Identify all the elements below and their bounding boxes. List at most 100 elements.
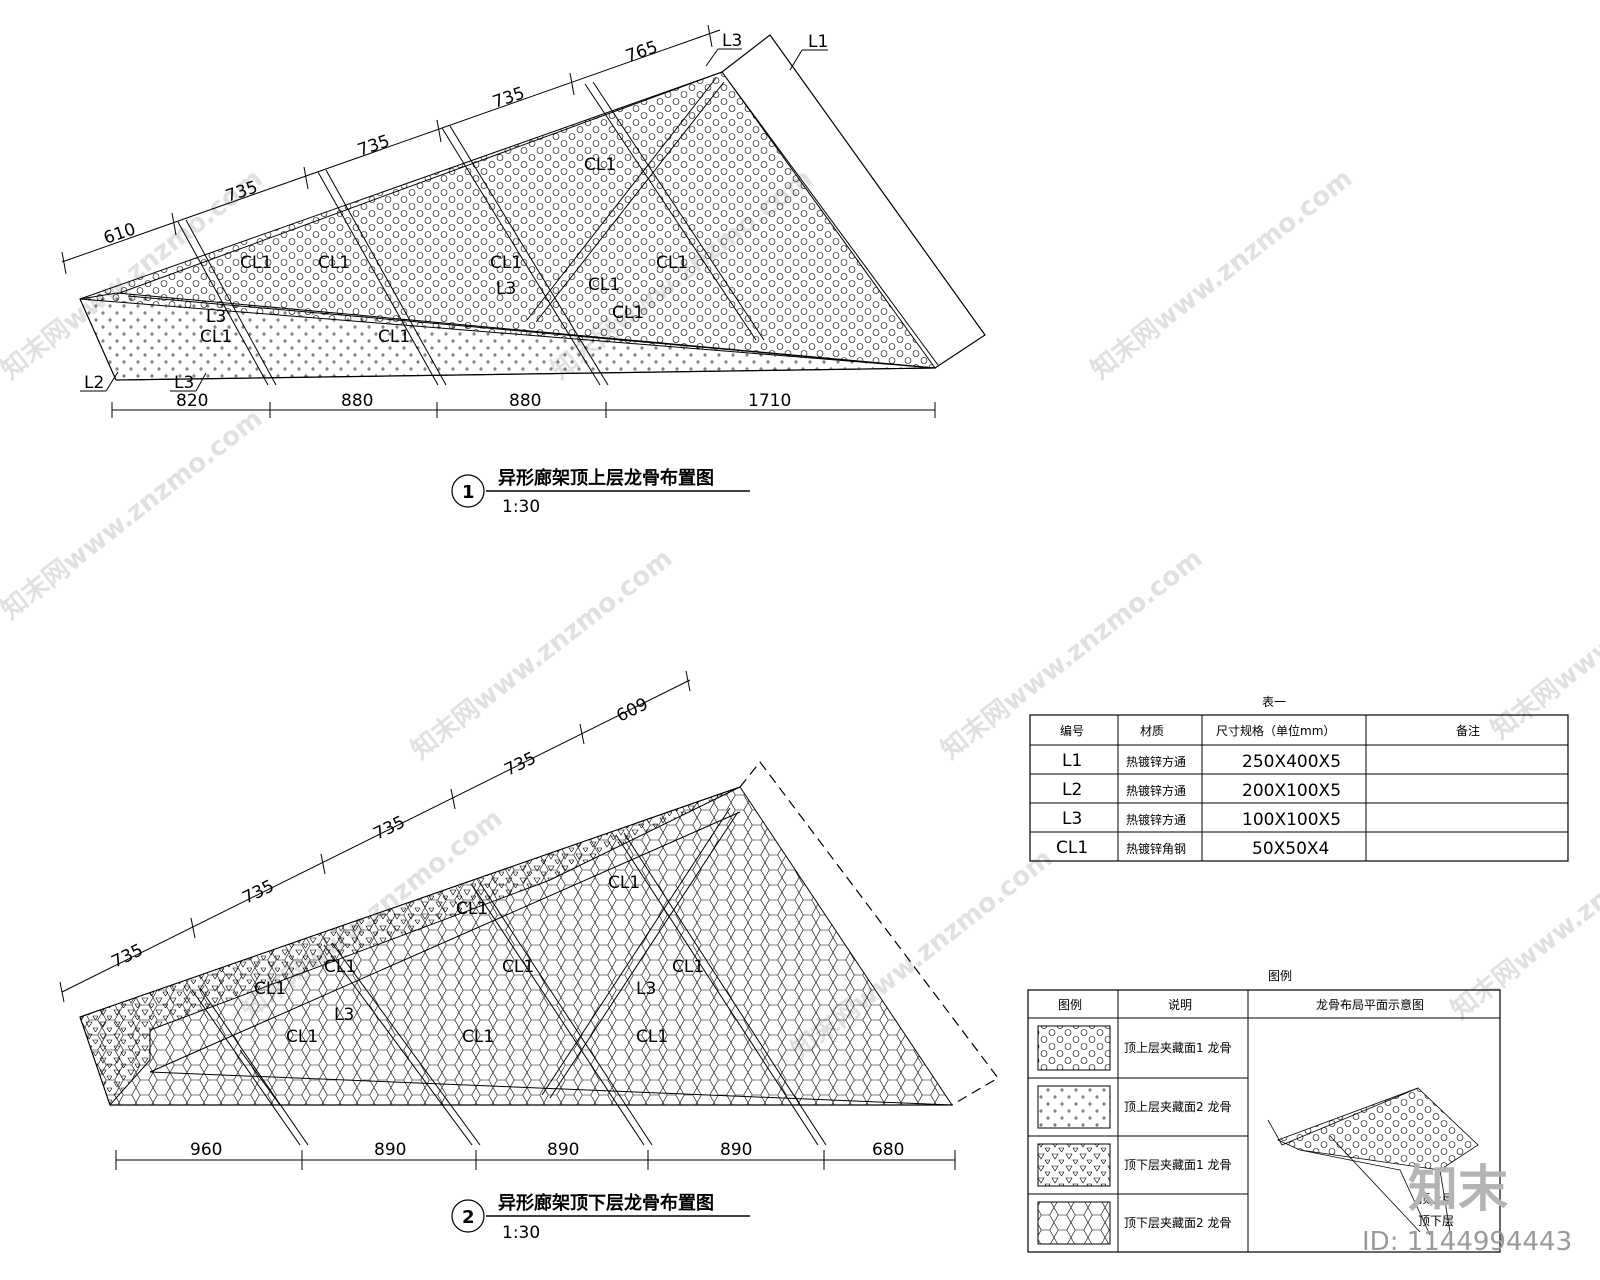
d1-label-l2: L2 [84, 373, 104, 393]
bottom-edge [115, 367, 936, 381]
d1-label-l1: L1 [808, 32, 828, 52]
svg-text:CL1: CL1 [1056, 838, 1088, 858]
d1-title-circle [451, 474, 485, 508]
outer-slab-dashed [739, 761, 999, 1106]
outer-slab-outline [721, 34, 986, 369]
svg-text:CL1: CL1 [324, 957, 356, 977]
d2-bottom-dim-3: 890 [547, 1140, 579, 1160]
legend-swatch-plus [1037, 1085, 1111, 1129]
svg-text:250X400X5: 250X400X5 [1242, 752, 1341, 772]
svg-text:热镀锌方通: 热镀锌方通 [1126, 783, 1186, 798]
d2-top-dim-3: 735 [370, 812, 408, 844]
table1-rows: L1 热镀锌方通 250X400X5 L2 热镀锌方通 200X100X5 L3… [1056, 751, 1341, 859]
d2-top-dim-2: 735 [239, 876, 277, 908]
d2-scale: 1:30 [502, 1223, 540, 1243]
legend-swatch-hexagons [1037, 1201, 1111, 1245]
svg-text:L1: L1 [1062, 751, 1082, 771]
bottom-dimension-line-2 [115, 1150, 956, 1170]
brand-logo: 知末 [1408, 1160, 1508, 1218]
bottom-dimension-line [111, 402, 936, 418]
legend-row-2: 顶上层夹藏面2 龙骨 [1124, 1100, 1231, 1114]
d1-cl1-labels: CL1 CL1 CL1 CL1 CL1 CL1 CL1 CL1 CL1 [200, 155, 688, 347]
d1-top-dim-3: 735 [355, 131, 392, 160]
table1-header-remark: 备注 [1456, 723, 1480, 738]
svg-text:CL1: CL1 [588, 275, 620, 295]
d1-top-dim-4: 735 [490, 83, 527, 112]
d1-number: 1 [462, 482, 475, 503]
legend-table: 图例 图例 说明 龙骨布局平面示意图 顶上层夹藏面1 龙骨 顶上层夹藏面2 龙骨… [1027, 969, 1501, 1253]
legend-inset-schematic: 顶上层 顶下层 [1267, 1087, 1479, 1236]
svg-text:CL1: CL1 [200, 327, 232, 347]
legend-header-desc: 说明 [1168, 997, 1192, 1012]
d2-bottom-dim-2: 890 [374, 1140, 406, 1160]
table1-header-code: 编号 [1060, 723, 1084, 738]
svg-text:CL1: CL1 [502, 957, 534, 977]
keel-members-2 [191, 807, 827, 1146]
d2-bottom-dim-5: 680 [872, 1140, 904, 1160]
d2-top-dim-1: 735 [108, 940, 146, 972]
d2-number: 2 [462, 1207, 475, 1228]
svg-text:CL1: CL1 [490, 253, 522, 273]
svg-text:200X100X5: 200X100X5 [1242, 781, 1341, 801]
d1-scale: 1:30 [502, 497, 540, 517]
svg-text:L3: L3 [334, 1005, 354, 1025]
svg-text:顶上层: 顶上层 [1418, 1192, 1454, 1206]
legend-header-symbol: 图例 [1058, 998, 1082, 1012]
d1-label-l3-left: L3 [206, 307, 226, 327]
d2-member-labels: CL1 CL1 CL1 CL1 CL1 CL1 L3 L3 CL1 CL1 CL… [254, 873, 704, 1047]
d1-label-l3-bottom: L3 [174, 373, 194, 393]
svg-text:CL1: CL1 [286, 1027, 318, 1047]
svg-text:CL1: CL1 [612, 303, 644, 323]
svg-text:CL1: CL1 [656, 253, 688, 273]
svg-text:L3: L3 [636, 979, 656, 999]
d2-title: 异形廊架顶下层龙骨布置图 [498, 1192, 714, 1214]
svg-text:50X50X4: 50X50X4 [1252, 839, 1329, 859]
keel-members [177, 71, 939, 386]
watermark-text: 知末网www.znzmo.com [0, 403, 268, 625]
table1-header-size: 尺寸规格（单位mm） [1216, 723, 1335, 738]
legend-swatch-triangles [1037, 1143, 1111, 1187]
svg-text:CL1: CL1 [456, 899, 488, 919]
svg-text:CL1: CL1 [378, 327, 410, 347]
top-dimension-line-2 [59, 670, 691, 1003]
svg-text:CL1: CL1 [462, 1027, 494, 1047]
d2-title-circle [451, 1199, 485, 1233]
svg-text:CL1: CL1 [318, 253, 350, 273]
d1-bottom-dim-1: 820 [176, 391, 208, 411]
legend-row-4: 顶下层夹藏面2 龙骨 [1124, 1216, 1231, 1230]
legend-header-inset: 龙骨布局平面示意图 [1316, 997, 1424, 1012]
watermark-text: 知末网www.znzmo.com [1086, 163, 1358, 385]
d1-top-dim-1: 610 [101, 219, 138, 248]
d1-label-l3-top: L3 [722, 31, 742, 51]
watermark-text: 知末网www.znzmo.com [1486, 523, 1600, 745]
spec-table: 表一 编号 材质 尺寸规格（单位mm） 备注 L1 热镀锌方通 250X400X… [1029, 695, 1569, 862]
brand-id: ID: 1144994443 [1362, 1227, 1572, 1257]
table1-caption: 表一 [1262, 695, 1286, 709]
watermark-text: 知末网www.znzmo.com [1446, 803, 1600, 1025]
d1-bottom-dim-4: 1710 [748, 391, 791, 411]
d1-top-dim-5: 765 [623, 37, 660, 66]
d1-bottom-dim-2: 880 [341, 391, 373, 411]
svg-text:热镀锌方通: 热镀锌方通 [1126, 754, 1186, 769]
legend-caption: 图例 [1268, 969, 1292, 983]
legend-row-1: 顶上层夹藏面1 龙骨 [1124, 1041, 1231, 1055]
d2-top-dim-4: 735 [501, 748, 539, 780]
legend-swatch-circles [1037, 1025, 1111, 1071]
d2-bottom-dim-4: 890 [720, 1140, 752, 1160]
d2-top-dim-5: 609 [613, 694, 651, 726]
d1-label-l3-mid: L3 [496, 279, 516, 299]
svg-text:CL1: CL1 [240, 253, 272, 273]
lower-layer-keel-plan: 735 735 735 735 609 960 890 890 890 680 … [59, 670, 999, 1243]
table1-header-material: 材质 [1140, 724, 1164, 738]
svg-text:热镀锌角钢: 热镀锌角钢 [1126, 842, 1186, 856]
svg-text:L3: L3 [1062, 809, 1082, 829]
lower-face2-zone [79, 786, 953, 1106]
svg-text:热镀锌方通: 热镀锌方通 [1126, 812, 1186, 827]
watermark-text: 知末网www.znzmo.com [406, 543, 678, 765]
d1-title: 异形廊架顶上层龙骨布置图 [498, 467, 714, 489]
svg-text:顶下层: 顶下层 [1418, 1214, 1454, 1228]
svg-text:CL1: CL1 [254, 979, 286, 999]
legend-row-3: 顶下层夹藏面1 龙骨 [1124, 1158, 1231, 1172]
svg-text:CL1: CL1 [636, 1027, 668, 1047]
